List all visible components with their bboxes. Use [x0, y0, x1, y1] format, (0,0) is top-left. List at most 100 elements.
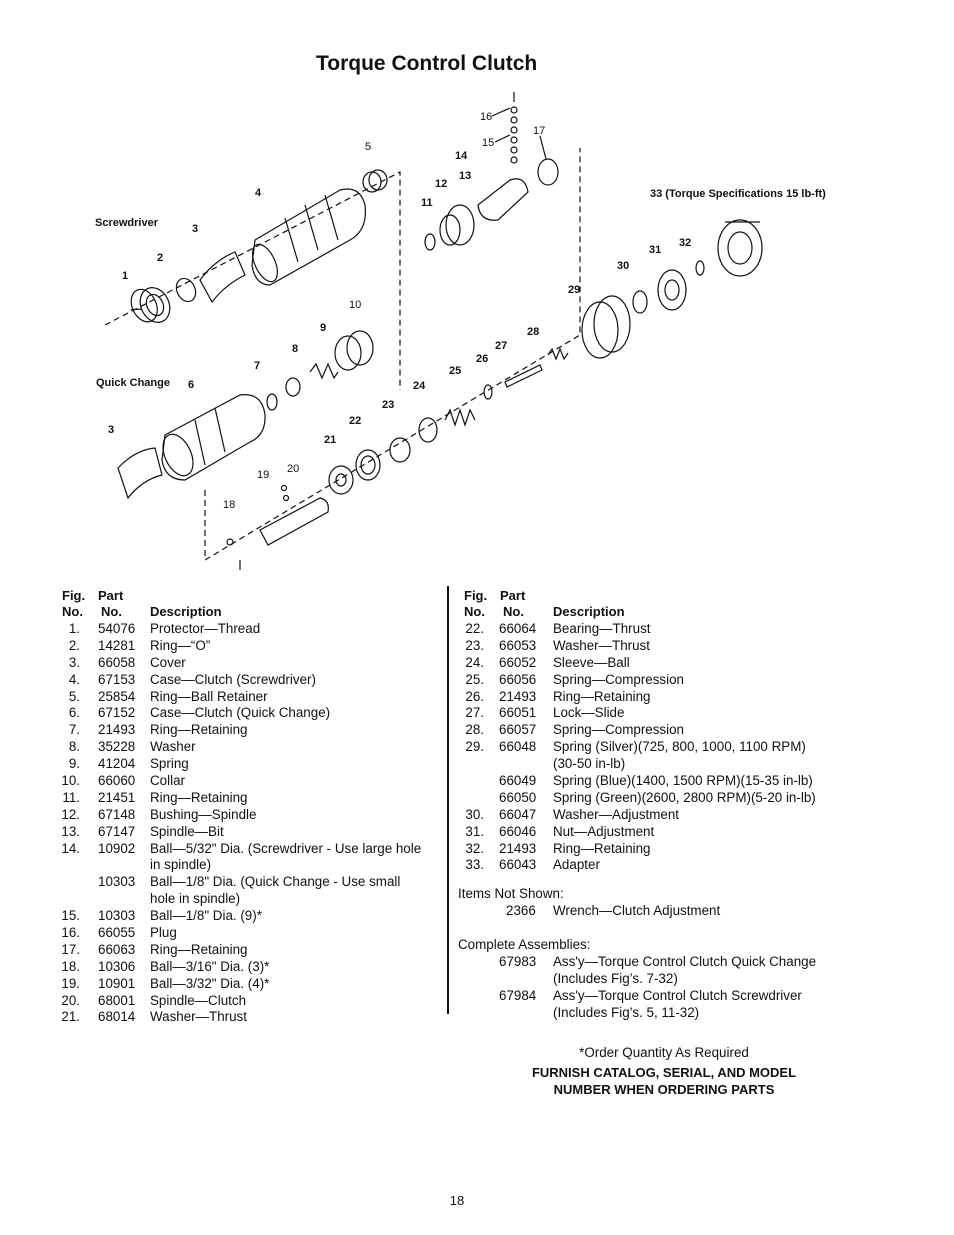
- part-description: Cover: [150, 654, 186, 670]
- table-row: (30-50 in-lb): [458, 756, 898, 773]
- o-ring: [175, 277, 197, 303]
- part-number: 66043: [499, 857, 537, 873]
- items-not-shown: Items Not Shown: 2366 Wrench—Clutch Adjus…: [458, 886, 898, 920]
- callout-22: 22: [349, 415, 361, 427]
- part-number: 54076: [98, 621, 136, 636]
- part-number: 21451: [98, 789, 136, 805]
- fig-number: 24.: [465, 654, 484, 670]
- part-description: hole in spindle): [150, 891, 241, 907]
- part-description: Ring—Retaining: [150, 722, 248, 738]
- part-number: 10306: [98, 958, 136, 974]
- clutch-case-quick-change: [161, 394, 266, 481]
- part-number: 66052: [499, 654, 537, 670]
- order-quantity-note: *Order Quantity As Required: [579, 1045, 749, 1060]
- callout-28: 28: [527, 326, 539, 338]
- part-number: 67152: [98, 705, 136, 721]
- fig-number: 2.: [68, 637, 80, 653]
- part-description: Ass'y—Torque Control Clutch Quick Change: [553, 953, 817, 969]
- part-number: 21493: [499, 840, 537, 856]
- part-description: in spindle): [150, 857, 212, 873]
- items-not-shown-heading: Items Not Shown:: [458, 886, 564, 901]
- part-description: (30-50 in-lb): [553, 756, 626, 772]
- part-description: Spring—Compression: [553, 671, 684, 687]
- table-row: (Includes Fig’s. 7-32): [458, 971, 898, 988]
- part-description: Ring—Retaining: [150, 941, 248, 957]
- fig-number: 16.: [61, 925, 80, 941]
- table-row: 5. 25854 Ring—Ball Retainer: [58, 689, 446, 706]
- callout-10: 10: [349, 299, 361, 311]
- fig-number: 22.: [465, 621, 484, 636]
- part-description: Ball—3/32" Dia. (4)*: [150, 975, 270, 991]
- part-description: Spring (Blue)(1400, 1500 RPM)(15-35 in-l…: [553, 773, 813, 789]
- fig-number: 14.: [61, 840, 80, 856]
- callout-3: 3: [192, 223, 198, 235]
- callout-31: 31: [649, 244, 661, 256]
- part-number: 25854: [98, 688, 136, 704]
- part-number: 14281: [98, 637, 136, 653]
- table-row: 10. 66060 Collar: [58, 773, 446, 790]
- clutch-case-screwdriver: [251, 188, 367, 286]
- label-quick-change: Quick Change: [96, 377, 170, 389]
- part-description: Collar: [150, 773, 185, 789]
- callout-5: 5: [365, 141, 371, 153]
- part-number: 10303: [98, 874, 136, 890]
- part-number: 35228: [98, 739, 136, 755]
- part-description: Bushing—Spindle: [150, 806, 257, 822]
- callout-18: 18: [223, 499, 235, 511]
- fig-number: 9.: [68, 756, 80, 772]
- part-number: 67153: [98, 671, 136, 687]
- part-description: Washer—Thrust: [553, 637, 650, 653]
- part-description: Washer—Thrust: [150, 1009, 247, 1025]
- part-number: 66064: [499, 621, 537, 636]
- part-number: 21493: [98, 722, 136, 738]
- callout-13: 13: [459, 170, 471, 182]
- callout-32: 32: [679, 237, 691, 249]
- fig-number: 5.: [68, 688, 80, 704]
- callout-1: 1: [122, 270, 128, 282]
- callout-8: 8: [292, 343, 298, 355]
- part-description: Case—Clutch (Quick Change): [150, 705, 331, 721]
- part-number: 66048: [499, 739, 537, 755]
- part-number: 66051: [499, 705, 537, 721]
- part-description: Wrench—Clutch Adjustment: [553, 902, 721, 918]
- fig-number: 20.: [61, 992, 80, 1008]
- part-number: 66053: [499, 637, 537, 653]
- part-number: 66058: [98, 654, 136, 670]
- part-description: Ass'y—Torque Control Clutch Screwdriver: [553, 987, 802, 1003]
- callout-19: 19: [257, 469, 269, 481]
- fig-number: 29.: [465, 739, 484, 755]
- callout-6: 6: [188, 379, 194, 391]
- part-description: (Includes Fig’s. 5, 11-32): [553, 1004, 700, 1020]
- part-number: 66049: [499, 773, 537, 789]
- part-number: 66060: [98, 773, 136, 789]
- part-number: 68001: [98, 992, 136, 1008]
- callout-11: 11: [421, 197, 433, 209]
- table-row: 2366 Wrench—Clutch Adjustment: [458, 903, 898, 920]
- part-number: 2366: [506, 902, 536, 918]
- page-title: Torque Control Clutch: [316, 52, 538, 75]
- part-description: Ring—Retaining: [553, 688, 651, 704]
- callout-24: 24: [413, 380, 426, 392]
- fig-number: 10.: [61, 773, 80, 789]
- part-description: Adapter: [553, 857, 600, 873]
- part-number: 21493: [499, 688, 537, 704]
- column-divider: [447, 586, 449, 1014]
- fig-number: 23.: [465, 637, 484, 653]
- part-description: Ring—Ball Retainer: [150, 688, 268, 704]
- table-row: in spindle): [58, 857, 446, 874]
